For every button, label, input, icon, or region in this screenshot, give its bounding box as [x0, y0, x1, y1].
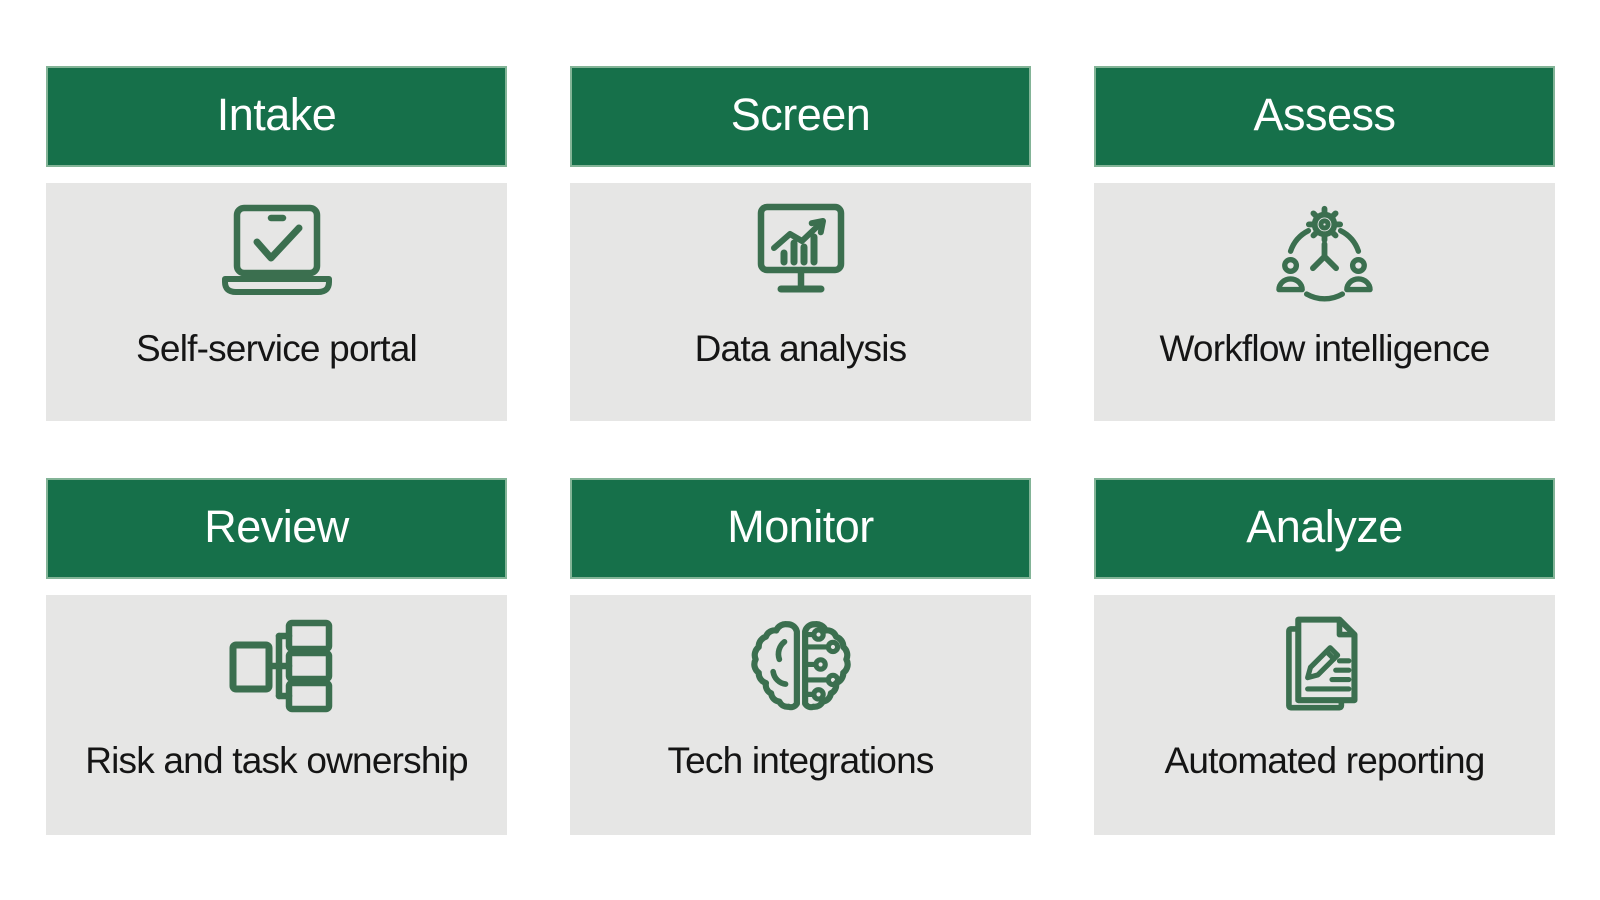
panel-body: Automated reporting — [1094, 595, 1555, 835]
stage-description: Automated reporting — [1164, 740, 1485, 781]
stage-description: Data analysis — [694, 328, 908, 369]
stage-title: Monitor — [727, 501, 874, 552]
panel-body: Risk and task ownership — [46, 595, 507, 835]
stage-description: Tech integrations — [667, 740, 934, 781]
monitor-chart-icon — [741, 203, 861, 303]
panel-header: Review — [46, 478, 507, 579]
panel-assess: Assess — [1094, 66, 1555, 421]
panel-header: Screen — [570, 66, 1031, 167]
panel-monitor: Monitor — [570, 478, 1031, 835]
panel-body: Workflow intelligence — [1094, 183, 1555, 421]
laptop-check-icon — [217, 203, 337, 303]
stage-grid: Intake Self-service portal Screen — [46, 66, 1555, 835]
panel-header: Assess — [1094, 66, 1555, 167]
panel-review: Review Risk and task ownership — [46, 478, 507, 835]
stage-description: Self-service portal — [136, 328, 418, 369]
panel-body: Self-service portal — [46, 183, 507, 421]
panel-analyze: Analyze Automated reporting — [1094, 478, 1555, 835]
stage-title: Analyze — [1246, 501, 1403, 552]
panel-header: Intake — [46, 66, 507, 167]
panel-header: Analyze — [1094, 478, 1555, 579]
panel-screen: Screen Data analysis — [570, 66, 1031, 421]
panel-body: Tech integrations — [570, 595, 1031, 835]
brain-circuit-icon — [739, 615, 863, 715]
stage-description: Risk and task ownership — [85, 740, 468, 781]
stage-description: Workflow intelligence — [1159, 328, 1490, 369]
stage-title: Assess — [1253, 89, 1396, 140]
stage-title: Screen — [730, 89, 871, 140]
stage-title: Intake — [216, 89, 337, 140]
panel-body: Data analysis — [570, 183, 1031, 421]
panel-intake: Intake Self-service portal — [46, 66, 507, 421]
panel-header: Monitor — [570, 478, 1031, 579]
stage-title: Review — [204, 501, 349, 552]
org-hierarchy-icon — [217, 615, 337, 715]
workflow-gear-people-icon — [1264, 203, 1385, 303]
documents-pencil-icon — [1268, 615, 1381, 715]
